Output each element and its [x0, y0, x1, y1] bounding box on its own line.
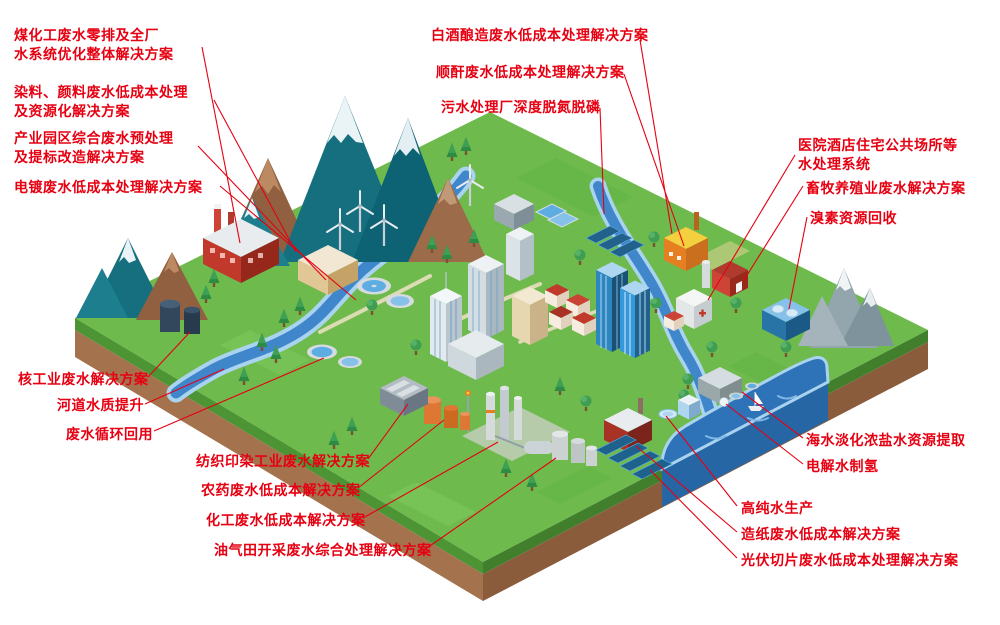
callout-text-line: 溴素资源回收: [810, 210, 897, 226]
callout-text-line: 海水淡化浓盐水资源提取: [806, 432, 966, 448]
mountain-range-east: [798, 268, 894, 348]
callout-paper: 造纸废水低成本解决方案: [741, 525, 901, 544]
callout-sewage-plant: 污水处理厂深度脱氮脱磷: [441, 98, 601, 117]
bromine-plant: [762, 298, 810, 341]
hospital-buildings: [664, 289, 712, 331]
callout-text-line: 医院酒店住宅公共场所等: [798, 137, 958, 153]
residential-houses: [545, 284, 596, 336]
callout-pv-slicing: 光伏切片废水低成本处理解决方案: [741, 551, 959, 570]
callout-text-line: 水处理系统: [798, 156, 871, 172]
callout-text-line: 电镀废水低成本处理解决方案: [14, 179, 203, 195]
nuclear-plant: [160, 299, 200, 334]
callout-text-line: 纺织印染工业废水解决方案: [196, 453, 370, 469]
mountain-range-north: [216, 96, 488, 266]
callout-bromine: 溴素资源回收: [810, 209, 897, 228]
callout-text-line: 造纸废水低成本解决方案: [741, 526, 901, 542]
callout-desalination: 海水淡化浓盐水资源提取: [806, 431, 966, 450]
callout-text-line: 及资源化解决方案: [14, 103, 130, 119]
distillery-plant: [664, 212, 708, 271]
callout-text-line: 电解水制氢: [806, 458, 879, 474]
callout-electroplating: 电镀废水低成本处理解决方案: [14, 178, 203, 197]
sewage-plant: [494, 194, 580, 230]
callout-textile: 纺织印染工业废水解决方案: [196, 452, 370, 471]
callout-dye-pigment: 染料、颜料废水低成本处理 及资源化解决方案: [14, 83, 188, 121]
callout-text-line: 农药废水低成本解决方案: [201, 482, 361, 498]
callout-text-line: 及提标改造解决方案: [14, 149, 145, 165]
callout-coal-chemical: 煤化工废水零排及全厂 水系统优化整体解决方案: [14, 26, 174, 64]
recycle-water-tanks: [307, 344, 362, 368]
callout-text-line: 废水循环回用: [66, 426, 153, 442]
callout-text-line: 白酒酿造废水低成本处理解决方案: [431, 27, 649, 43]
callout-text-line: 顺酐废水低成本处理解决方案: [436, 64, 625, 80]
solar-farm-north: [585, 225, 645, 258]
callout-text-line: 光伏切片废水低成本处理解决方案: [741, 552, 959, 568]
bay: [660, 356, 830, 507]
callout-text-line: 河道水质提升: [57, 397, 144, 413]
oil-gas-tanks: [552, 430, 597, 466]
pure-water-plant: [658, 394, 700, 420]
callout-nuclear: 核工业废水解决方案: [18, 370, 149, 389]
callout-text-line: 油气田开采废水综合处理解决方案: [214, 542, 432, 558]
callout-hospital-hotel: 医院酒店住宅公共场所等 水处理系统: [798, 136, 958, 174]
callout-text-line: 畜牧养殖业废水解决方案: [806, 180, 966, 196]
callout-text-line: 化工废水低成本解决方案: [206, 512, 366, 528]
callout-maleic: 顺酐废水低成本处理解决方案: [436, 63, 625, 82]
livestock-barn: [702, 260, 748, 297]
callout-text-line: 污水处理厂深度脱氮脱磷: [441, 99, 601, 115]
callout-hydrogen: 电解水制氢: [806, 457, 879, 476]
callout-pure-water: 高纯水生产: [741, 499, 814, 518]
callout-river-quality: 河道水质提升: [57, 396, 144, 415]
city-buildings: [430, 227, 548, 380]
office-towers: [596, 262, 650, 358]
wastewater-treatment-plant: [298, 245, 414, 308]
callout-oil-gas: 油气田开采废水综合处理解决方案: [214, 541, 432, 560]
callout-text-line: 染料、颜料废水低成本处理: [14, 84, 188, 100]
callout-pesticide: 农药废水低成本解决方案: [201, 481, 361, 500]
leader-lines: [144, 39, 808, 559]
callout-chemical: 化工废水低成本解决方案: [206, 511, 366, 530]
callout-text-line: 高纯水生产: [741, 500, 814, 516]
pesticide-tanks: [424, 396, 470, 430]
callout-text-line: 水系统优化整体解决方案: [14, 46, 174, 62]
callout-text-line: 煤化工废水零排及全厂: [14, 27, 159, 43]
callout-text-line: 产业园区综合废水预处理: [14, 130, 174, 146]
callout-baijiu: 白酒酿造废水低成本处理解决方案: [431, 26, 649, 45]
callout-water-recycle: 废水循环回用: [66, 425, 153, 444]
mountain-range-west: [76, 238, 208, 320]
callout-industrial-park: 产业园区综合废水预处理 及提标改造解决方案: [14, 129, 174, 167]
textile-factory: [380, 376, 428, 416]
boat-icon: [748, 392, 764, 411]
callout-text-line: 核工业废水解决方案: [18, 371, 149, 387]
callout-livestock: 畜牧养殖业废水解决方案: [806, 179, 966, 198]
coal-chemical-plant: [203, 204, 279, 283]
